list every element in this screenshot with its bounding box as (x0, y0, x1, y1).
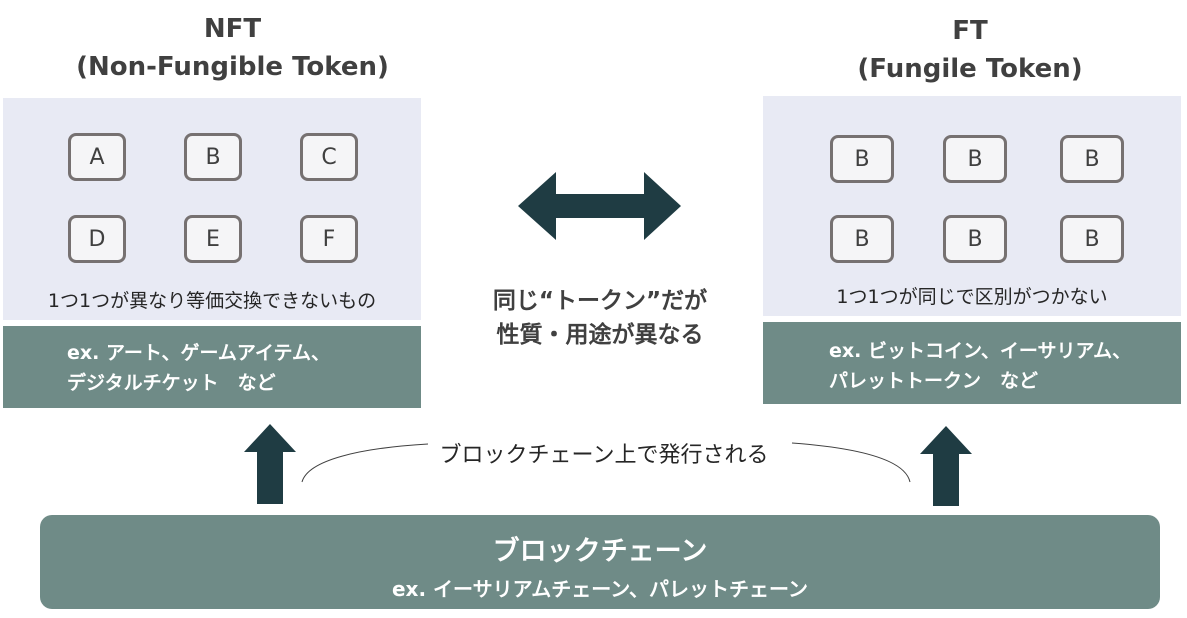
nft-token-tile: E (184, 215, 242, 263)
nft-title-line2: (Non-Fungible Token) (76, 52, 389, 82)
blockchain-title: ブロックチェーン (492, 536, 708, 567)
ft-panel: B B B B B B 1つ1つが同じで区別がつかない (763, 96, 1181, 316)
ft-title: FT (Fungile Token) (770, 12, 1170, 88)
issued-curve-left (301, 443, 429, 483)
ft-token-tile: B (1060, 215, 1124, 263)
blockchain-bar: ブロックチェーン ex. イーサリアムチェーン、パレットチェーン (40, 515, 1160, 609)
nft-title-line1: NFT (203, 14, 262, 44)
nft-examples: ex. アート、ゲームアイテム、 デジタルチケット など (3, 326, 421, 408)
nft-examples-line1: ex. アート、ゲームアイテム、 (67, 342, 330, 364)
nft-examples-line2: デジタルチケット など (67, 372, 276, 394)
ft-examples-line1: ex. ビットコイン、イーサリアム、 (829, 340, 1132, 362)
ft-caption: 1つ1つが同じで区別がつかない (836, 286, 1108, 308)
comparison-text: 同じ“トークン”だが 性質・用途が異なる (465, 284, 735, 352)
up-arrow-left (244, 424, 296, 504)
nft-token-tile: D (68, 215, 126, 263)
ft-examples-line2: パレットトークン など (829, 370, 1039, 392)
nft-panel: A B C D E F 1つ1つが異なり等価交換できないもの (3, 98, 421, 320)
ft-title-line1: FT (952, 16, 988, 46)
nft-token-tile: F (300, 215, 358, 263)
blockchain-examples: ex. イーサリアムチェーン、パレットチェーン (391, 577, 809, 601)
ft-examples: ex. ビットコイン、イーサリアム、 パレットトークン など (763, 322, 1181, 404)
ft-token-tile: B (943, 135, 1007, 183)
nft-caption: 1つ1つが異なり等価交換できないもの (47, 290, 377, 312)
ft-title-line2: (Fungile Token) (857, 54, 1083, 84)
double-headed-arrow (518, 172, 681, 240)
comparison-line2: 性質・用途が異なる (496, 322, 704, 348)
ft-token-tile: B (1060, 135, 1124, 183)
ft-token-tile: B (943, 215, 1007, 263)
up-arrow-right (920, 426, 972, 506)
nft-token-tile: C (300, 133, 358, 181)
issued-on-blockchain-label: ブロックチェーン上で発行される (439, 443, 769, 468)
nft-title: NFT (Non-Fungible Token) (40, 10, 425, 86)
comparison-line1: 同じ“トークン”だが (492, 288, 708, 314)
issued-curve-right (791, 442, 911, 483)
nft-token-tile: A (68, 133, 126, 181)
ft-token-tile: B (830, 215, 894, 263)
ft-token-tile: B (830, 135, 894, 183)
nft-token-tile: B (184, 133, 242, 181)
